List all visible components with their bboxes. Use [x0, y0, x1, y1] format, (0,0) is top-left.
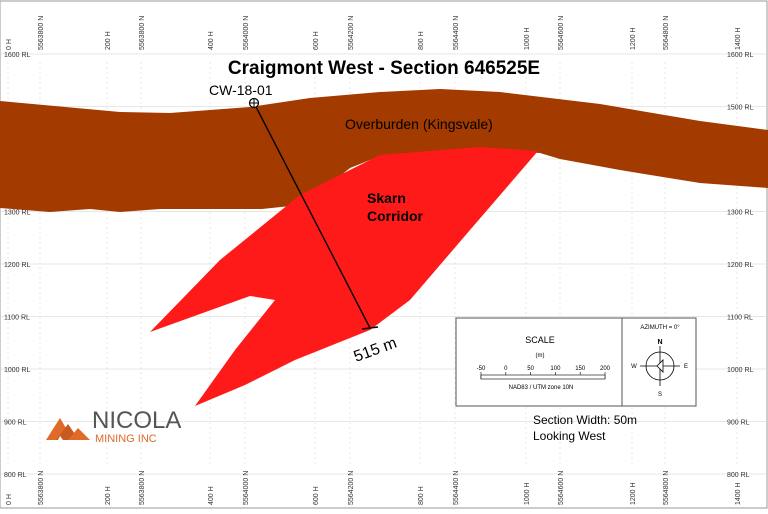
top-easting-label: 0 H	[6, 39, 13, 50]
bottom-easting-label: 600 H	[313, 486, 320, 505]
north-arrow-icon	[640, 346, 680, 386]
drillhole-end-tick	[361, 326, 379, 330]
top-easting-label: 5564600 N	[558, 16, 565, 50]
scale-tick-label: 50	[527, 366, 534, 372]
bottom-easting-label: 5564800 N	[663, 471, 670, 505]
skarn-label-line1: Skarn	[367, 190, 406, 206]
drillhole-name: CW-18-01	[209, 82, 273, 98]
compass-east: E	[684, 364, 688, 370]
rl-label-right: 1300 RL	[727, 210, 754, 217]
nicola-logo: NICOLA MINING INC	[46, 407, 181, 445]
top-easting-labels: 0 H 5563800 N 200 H 5563800 N 400 H 5564000 N…	[6, 16, 742, 50]
rl-label-right: 900 RL	[727, 420, 750, 427]
rl-label-right: 1600 RL	[727, 52, 754, 59]
overburden-label: Overburden (Kingsvale)	[345, 116, 493, 132]
compass-south: S	[658, 392, 662, 398]
top-easting-label: 400 H	[208, 31, 215, 50]
looking-direction: Looking West	[533, 429, 606, 443]
rl-label-right: 800 RL	[727, 472, 750, 479]
top-easting-label: 1200 H	[630, 27, 637, 50]
section-title: Craigmont West - Section 646525E	[228, 58, 540, 79]
rl-label-left: 1200 RL	[4, 262, 31, 269]
bottom-easting-label: 5564600 N	[558, 471, 565, 505]
rl-label-right: 1000 RL	[727, 367, 754, 374]
bottom-easting-label: 1400 H	[735, 482, 742, 505]
rl-label-left: 800 RL	[4, 472, 27, 479]
rl-label-left: 1600 RL	[4, 52, 31, 59]
rl-label-right: 1500 RL	[727, 105, 754, 112]
rl-label-right: 1100 RL	[727, 315, 753, 322]
bottom-easting-label: 5564000 N	[243, 471, 250, 505]
rl-label-right: 1200 RL	[727, 262, 754, 269]
drillhole-trace	[253, 102, 371, 329]
bottom-easting-labels: 0 H 5563800 N 200 H 5563800 N 400 H 5564000 N…	[6, 471, 742, 505]
bottom-easting-label: 1000 H	[524, 482, 531, 505]
drillhole-collar-icon	[248, 97, 260, 109]
compass-north: N	[657, 339, 662, 346]
top-easting-label: 5563800 N	[139, 16, 146, 50]
top-easting-label: 800 H	[418, 31, 425, 50]
top-easting-label: 5564800 N	[663, 16, 670, 50]
rl-label-left: 1300 RL	[4, 210, 31, 217]
bottom-easting-label: 5563800 N	[139, 471, 146, 505]
top-easting-label: 5564400 N	[453, 16, 460, 50]
top-easting-label: 200 H	[105, 31, 112, 50]
bottom-easting-label: 800 H	[418, 486, 425, 505]
top-easting-label: 600 H	[313, 31, 320, 50]
section-width: Section Width: 50m	[533, 413, 637, 427]
top-easting-label: 1400 H	[735, 27, 742, 50]
scale-tick-label: 200	[600, 366, 611, 372]
top-easting-label: 5563800 N	[38, 16, 45, 50]
scale-tick-label: 100	[550, 366, 561, 372]
datum-label: NAD83 / UTM zone 10N	[509, 385, 574, 391]
bottom-easting-label: 5563800 N	[38, 471, 45, 505]
compass-west: W	[631, 364, 637, 370]
scale-bar-outline	[480, 374, 606, 380]
rl-label-left: 1100 RL	[4, 315, 30, 322]
rl-label-left: 900 RL	[4, 420, 27, 427]
bottom-easting-label: 400 H	[208, 486, 215, 505]
scale-tick-label: 0	[504, 366, 508, 372]
azimuth-label: AZIMUTH = 0°	[640, 325, 680, 331]
skarn-label-line2: Corridor	[367, 208, 424, 224]
top-easting-label: 5564200 N	[348, 16, 355, 50]
overburden-layer	[0, 89, 768, 212]
bottom-easting-label: 5564200 N	[348, 471, 355, 505]
scale-legend-box: SCALE (m) -50 0 50 100 150 200 NAD83 / UTM zo…	[455, 317, 697, 407]
bottom-easting-label: 200 H	[105, 486, 112, 505]
scale-unit: (m)	[536, 353, 545, 359]
logo-name: NICOLA	[92, 407, 181, 434]
top-easting-label: 1000 H	[524, 27, 531, 50]
scale-tick-label: -50	[477, 366, 486, 372]
rl-label-left: 1000 RL	[4, 367, 31, 374]
bottom-easting-label: 5564400 N	[453, 471, 460, 505]
bottom-easting-label: 0 H	[6, 494, 13, 505]
top-easting-label: 5564000 N	[243, 16, 250, 50]
scale-tick-label: 150	[575, 366, 586, 372]
scale-title: SCALE	[525, 335, 555, 345]
logo-sub: MINING INC	[95, 433, 157, 445]
bottom-easting-label: 1200 H	[630, 482, 637, 505]
